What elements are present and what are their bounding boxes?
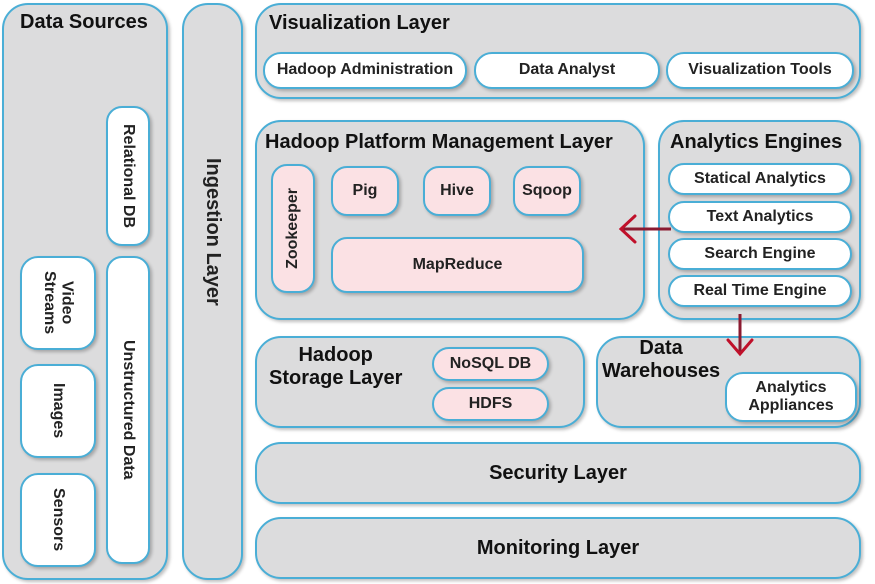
storage-layer-title: Hadoop Storage Layer xyxy=(269,344,403,389)
zookeeper-box: Zookeeper xyxy=(271,164,315,293)
mapreduce-box: MapReduce xyxy=(331,237,584,293)
sensors-label: Sensors xyxy=(50,488,68,552)
images-box: Images xyxy=(20,364,96,458)
unstructured-data-label: Unstructured Data xyxy=(120,340,138,480)
search-engine-box: Search Engine xyxy=(668,238,852,270)
text-analytics-box: Text Analytics xyxy=(668,201,852,233)
hdfs-box: HDFS xyxy=(432,387,549,421)
analytics-appliances-box: Analytics Appliances xyxy=(725,372,857,422)
video-streams-label: Video Streams xyxy=(41,271,76,335)
nosql-db-box: NoSQL DB xyxy=(432,347,549,381)
monitoring-layer-title: Monitoring Layer xyxy=(476,536,640,559)
ingestion-layer-panel: Ingestion Layer xyxy=(182,3,243,580)
statical-analytics-box: Statical Analytics xyxy=(668,163,852,195)
real-time-engine-box: Real Time Engine xyxy=(668,275,852,307)
data-analyst-box: Data Analyst xyxy=(474,52,660,89)
relational-db-label: Relational DB xyxy=(120,123,138,228)
security-layer-title: Security Layer xyxy=(489,461,627,484)
visualization-layer-title: Visualization Layer xyxy=(269,12,450,34)
analytics-engines-title: Analytics Engines xyxy=(670,131,843,153)
pig-box: Pig xyxy=(331,166,399,216)
visualization-tools-box: Visualization Tools xyxy=(666,52,854,89)
platform-management-title: Hadoop Platform Management Layer xyxy=(265,131,613,153)
data-sources-title: Data Sources xyxy=(20,11,148,33)
data-warehouses-title: Data Warehouses xyxy=(602,337,721,382)
relational-db-box: Relational DB xyxy=(106,106,150,246)
arrow-left-icon xyxy=(618,214,671,244)
ingestion-layer-title: Ingestion Layer xyxy=(202,157,224,306)
sqoop-box: Sqoop xyxy=(513,166,581,216)
security-layer-panel: Security Layer xyxy=(255,442,861,504)
monitoring-layer-panel: Monitoring Layer xyxy=(255,517,861,579)
hadoop-administration-box: Hadoop Administration xyxy=(263,52,467,89)
hive-box: Hive xyxy=(423,166,491,216)
sensors-box: Sensors xyxy=(20,473,96,567)
images-label: Images xyxy=(50,383,68,439)
video-streams-box: Video Streams xyxy=(20,256,96,350)
unstructured-data-box: Unstructured Data xyxy=(106,256,150,564)
arrow-down-icon xyxy=(726,314,754,357)
zookeeper-label: Zookeeper xyxy=(283,188,301,269)
